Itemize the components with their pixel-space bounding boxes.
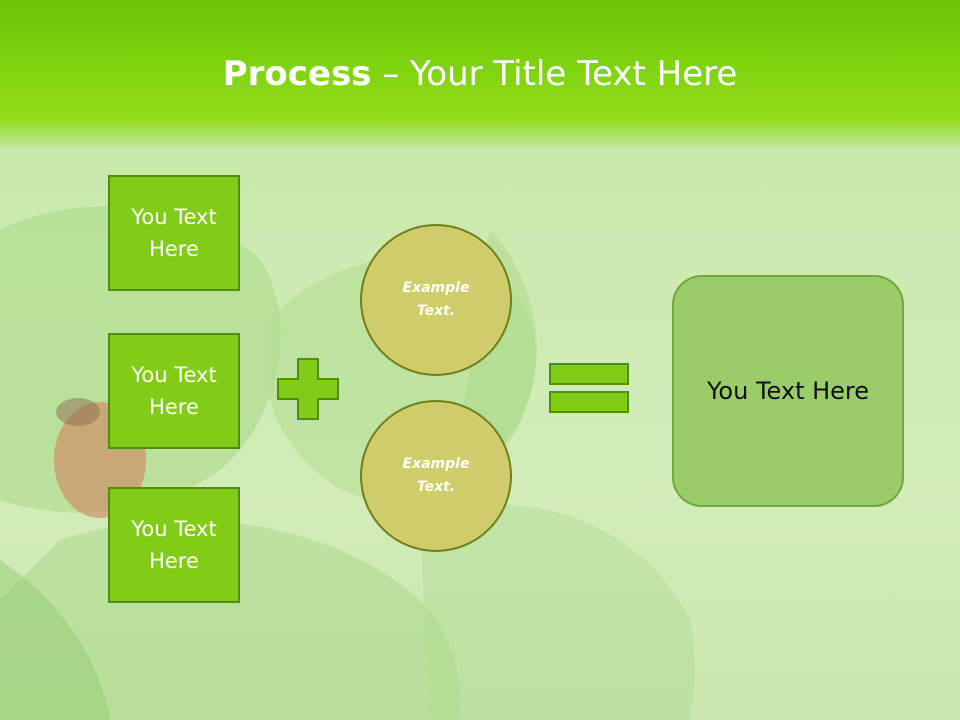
result-label: You Text Here <box>706 377 870 405</box>
title-rest: – Your Title Text Here <box>371 54 738 94</box>
result-box: You Text Here <box>672 275 904 507</box>
input-box-label: You Text Here <box>131 517 217 573</box>
header-bar <box>0 0 960 150</box>
example-circle-2: Example Text. <box>360 400 512 552</box>
page-title: Process – Your Title Text Here <box>0 52 960 96</box>
input-box-label: You Text Here <box>131 205 217 261</box>
input-box-label: You Text Here <box>131 363 217 419</box>
input-box-3: You Text Here <box>108 487 240 603</box>
equals-icon <box>549 363 629 413</box>
circle-label: Example Text. <box>402 456 470 495</box>
plus-icon <box>277 358 339 420</box>
input-box-1: You Text Here <box>108 175 240 291</box>
input-box-2: You Text Here <box>108 333 240 449</box>
circle-label: Example Text. <box>402 280 470 319</box>
title-bold: Process <box>222 54 372 94</box>
example-circle-1: Example Text. <box>360 224 512 376</box>
